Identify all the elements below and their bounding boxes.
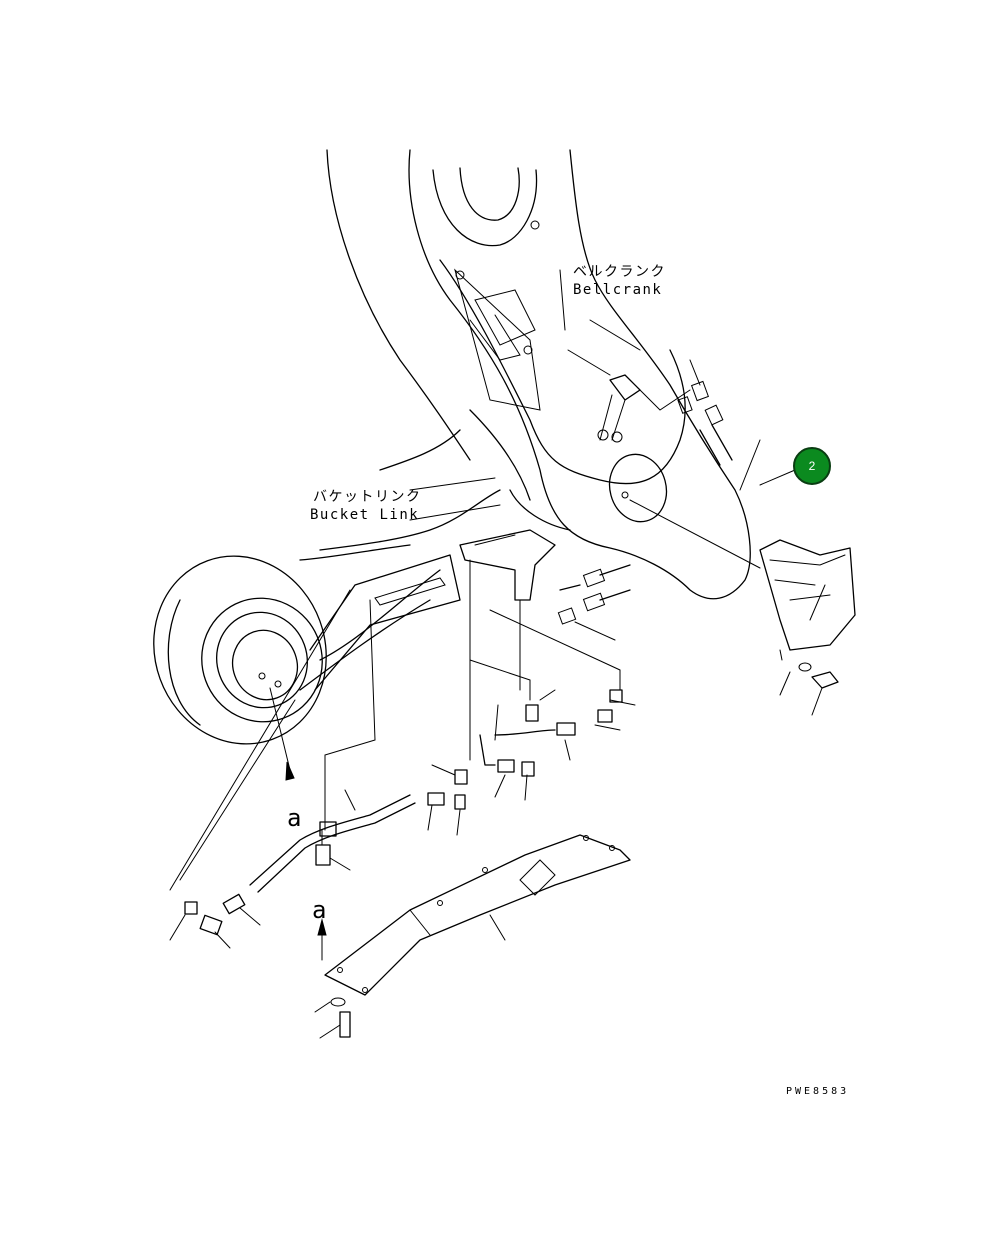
bellcrank-fittings bbox=[567, 319, 733, 466]
bucket-link-label-en: Bucket Link bbox=[310, 507, 420, 523]
bellcrank-label-jp: ベルクランク bbox=[573, 264, 666, 280]
cover-plate bbox=[759, 539, 856, 716]
bellcrank-label-en: Bellcrank bbox=[573, 282, 663, 298]
fitting-cluster bbox=[427, 689, 636, 836]
label-leaders bbox=[409, 269, 796, 521]
lower-pipe bbox=[249, 789, 416, 893]
bucket-link-boss bbox=[153, 555, 441, 745]
left-fittings bbox=[169, 893, 261, 949]
bucket-link-label-jp: バケットリンク bbox=[313, 489, 422, 505]
bellcrank-outline bbox=[408, 149, 751, 600]
link-bracket-plate bbox=[309, 554, 461, 691]
pipe-bracket bbox=[459, 529, 631, 761]
hose-lines bbox=[169, 589, 621, 891]
bucket-link-outline bbox=[299, 149, 571, 561]
pin-plate bbox=[608, 453, 761, 569]
callout-part-2[interactable]: 2 bbox=[793, 447, 831, 485]
drawing-code: PWE8583 bbox=[786, 1086, 850, 1097]
view-marker-a-upper: a bbox=[287, 804, 302, 832]
under-cover bbox=[314, 834, 631, 1039]
view-marker-a-lower: a bbox=[312, 896, 327, 924]
arrow-a-upper bbox=[269, 687, 295, 781]
arrow-a-lower bbox=[317, 918, 327, 961]
